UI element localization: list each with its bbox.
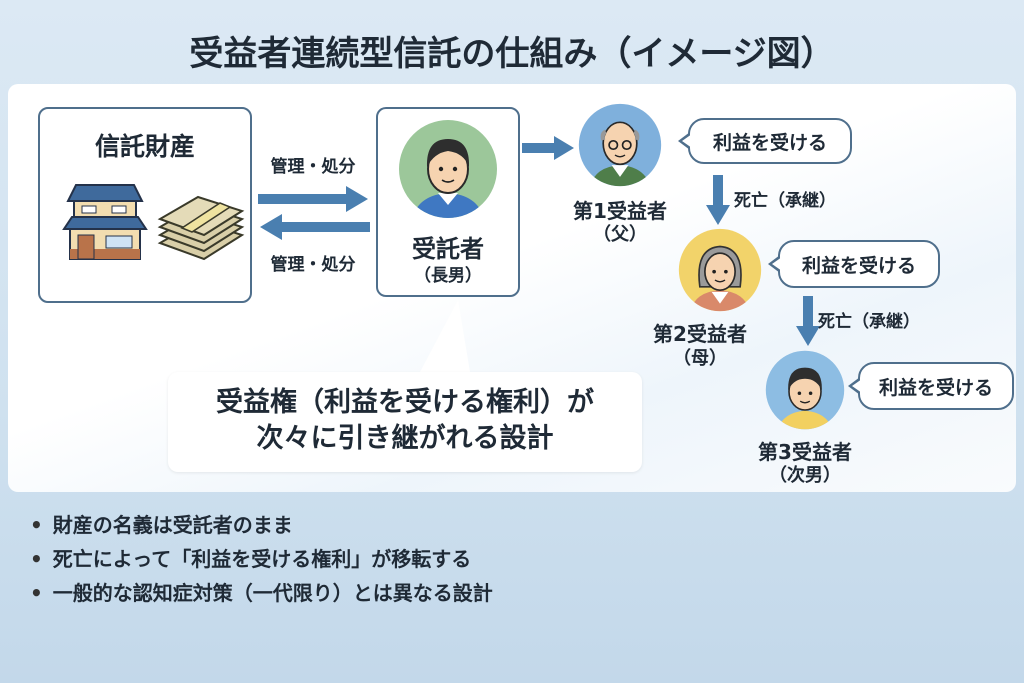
trustee-avatar <box>399 120 497 218</box>
arrow-down-icon <box>706 175 730 225</box>
father-avatar <box>578 103 662 187</box>
succession-label-2: 死亡（承継） <box>818 312 920 332</box>
notes-list: 財産の名義は受託者のまま 死亡によって「利益を受ける権利」が移転する 一般的な認… <box>30 508 493 610</box>
beneficiary-3-name: 第3受益者 <box>758 440 852 464</box>
page-title: 受益者連続型信託の仕組み（イメージ図） <box>189 34 835 74</box>
beneficiary-3-bubble: 利益を受ける <box>848 362 1014 410</box>
beneficiary-2-bubble: 利益を受ける <box>768 240 940 288</box>
trustee-box: 受託者 （長男） <box>376 107 520 297</box>
trust-property-title: 信託財産 <box>94 132 195 161</box>
arrow-right-icon <box>258 186 368 212</box>
callout-line-2: 次々に引き継がれる設計 <box>256 423 554 454</box>
arrow-down-icon <box>796 296 820 346</box>
trustee-name: 受託者 <box>412 235 484 263</box>
beneficiary-2-relation: （母） <box>673 348 727 369</box>
money-bundle-icon <box>157 195 245 261</box>
trust-property-box: 信託財産 <box>38 107 252 303</box>
mother-avatar <box>678 228 762 312</box>
manage-label-bottom: 管理・処分 <box>270 255 356 275</box>
note-item: 財産の名義は受託者のまま <box>30 508 493 542</box>
house-icon <box>62 184 148 260</box>
beneficiary-3-relation: （次男） <box>769 465 841 486</box>
note-item: 死亡によって「利益を受ける権利」が移転する <box>30 542 493 576</box>
callout-box: 受益権（利益を受ける権利）が 次々に引き継がれる設計 <box>168 372 642 472</box>
beneficiary-1-bubble: 利益を受ける <box>678 118 852 164</box>
note-item: 一般的な認知症対策（一代限り）とは異なる設計 <box>30 576 493 610</box>
arrow-to-beneficiary-icon <box>522 136 574 160</box>
beneficiary-1-name: 第1受益者 <box>573 199 667 223</box>
arrow-left-icon <box>260 214 370 240</box>
succession-label-1: 死亡（承継） <box>734 191 836 211</box>
trustee-relation: （長男） <box>414 266 482 286</box>
manage-label-top: 管理・処分 <box>270 157 356 177</box>
callout-line-1: 受益権（利益を受ける権利）が <box>216 387 594 418</box>
beneficiary-2-name: 第2受益者 <box>653 322 747 346</box>
second-son-avatar <box>765 350 845 430</box>
beneficiary-1-relation: （父） <box>593 224 647 245</box>
